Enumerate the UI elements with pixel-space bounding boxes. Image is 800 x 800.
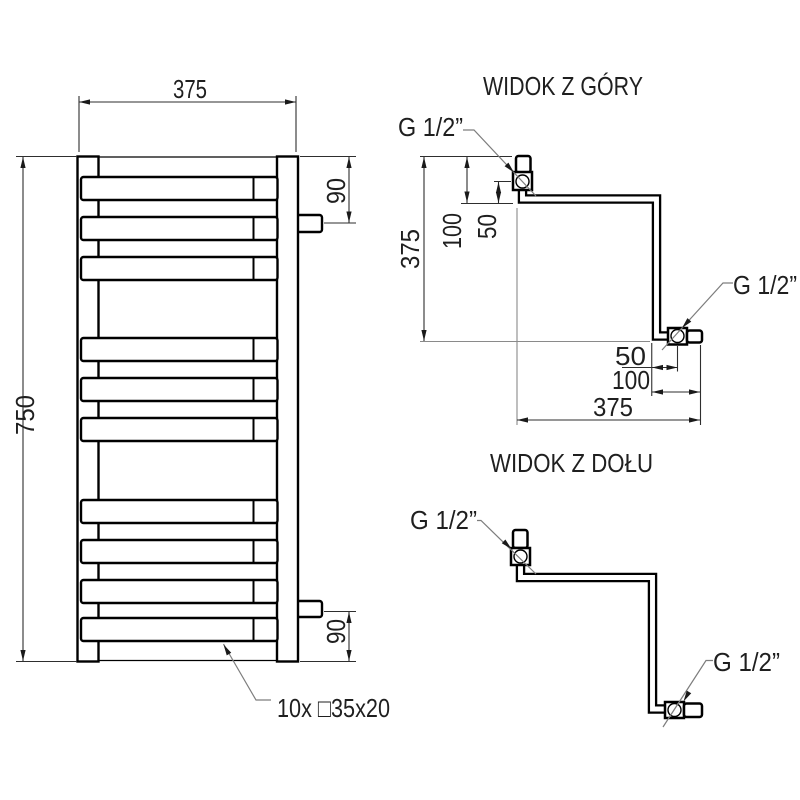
- bottom-width-dimension-label: 375: [593, 392, 633, 422]
- rungs-leader-line: [222, 643, 271, 701]
- rung-3: [79, 255, 279, 282]
- rung-8: [79, 538, 279, 565]
- bottom-stub-length-dimension-label: 100: [612, 365, 650, 395]
- tube-bore: [520, 186, 670, 339]
- rung-6: [79, 416, 279, 443]
- top-stub: [511, 528, 529, 550]
- top-connection-label: G 1/2”: [398, 112, 463, 142]
- stub-length-dimension-label: 100: [437, 213, 467, 249]
- bottom-connection-stub: [295, 599, 324, 619]
- top-view-arrows: [421, 157, 700, 423]
- front-view: 375 750 90 90 10x □35x20: [10, 74, 390, 723]
- rung-10: [79, 616, 279, 643]
- bottom-view-arrows: [501, 539, 692, 702]
- bottom-view-title: WIDOK Z DOŁU: [490, 448, 653, 478]
- bottom-connection-label: G 1/2”: [733, 270, 797, 300]
- front-view-arrows: [20, 99, 352, 661]
- rung-5: [79, 376, 279, 403]
- bottom-stub: [685, 329, 704, 344]
- rung-9: [79, 578, 279, 605]
- width-dimension-label: 375: [173, 74, 207, 104]
- bottom-valve-circle-icon: [667, 702, 682, 718]
- bottom-valve-circle-icon: [670, 328, 685, 344]
- bottom-stub: [682, 702, 704, 719]
- top-view: WIDOK Z GÓRY: [395, 71, 797, 425]
- top-offset-dimension-label: 90: [321, 178, 351, 204]
- top-connection-stub: [295, 213, 324, 234]
- rung-1: [79, 175, 279, 202]
- tube-outline: [515, 562, 668, 714]
- tube-bore: [518, 562, 668, 712]
- bottom-offset-dimension-label: 90: [321, 619, 351, 644]
- top-valve-circle-icon: [515, 174, 530, 189]
- top-valve-circle-icon: [513, 549, 528, 564]
- bottom-view: WIDOK Z DOŁU G 1/2” G 1/2”: [410, 448, 780, 728]
- rungs-spec-label: 10x □35x20: [277, 693, 390, 723]
- tube-outline: [517, 186, 670, 341]
- top-connection-leader: [463, 129, 537, 197]
- top-view-dimensions: [420, 129, 733, 425]
- depth-dimension-label: 375: [395, 229, 425, 269]
- top-stub: [514, 154, 532, 174]
- right-collector: [275, 155, 300, 663]
- valve-offset-dimension-label: 50: [472, 214, 502, 239]
- rung-2: [79, 215, 279, 242]
- height-dimension-label: 750: [10, 395, 40, 435]
- top-view-title: WIDOK Z GÓRY: [483, 71, 643, 101]
- left-collector: [76, 155, 100, 663]
- bottom-valve-offset-dimension-label: 50: [615, 341, 646, 371]
- rung-7: [79, 498, 279, 525]
- bottom-connection-label: G 1/2”: [713, 647, 780, 677]
- top-connection-label: G 1/2”: [410, 505, 477, 535]
- rung-4: [79, 336, 279, 363]
- bottom-connection-leader: [662, 659, 713, 728]
- top-connection-leader: [477, 519, 537, 575]
